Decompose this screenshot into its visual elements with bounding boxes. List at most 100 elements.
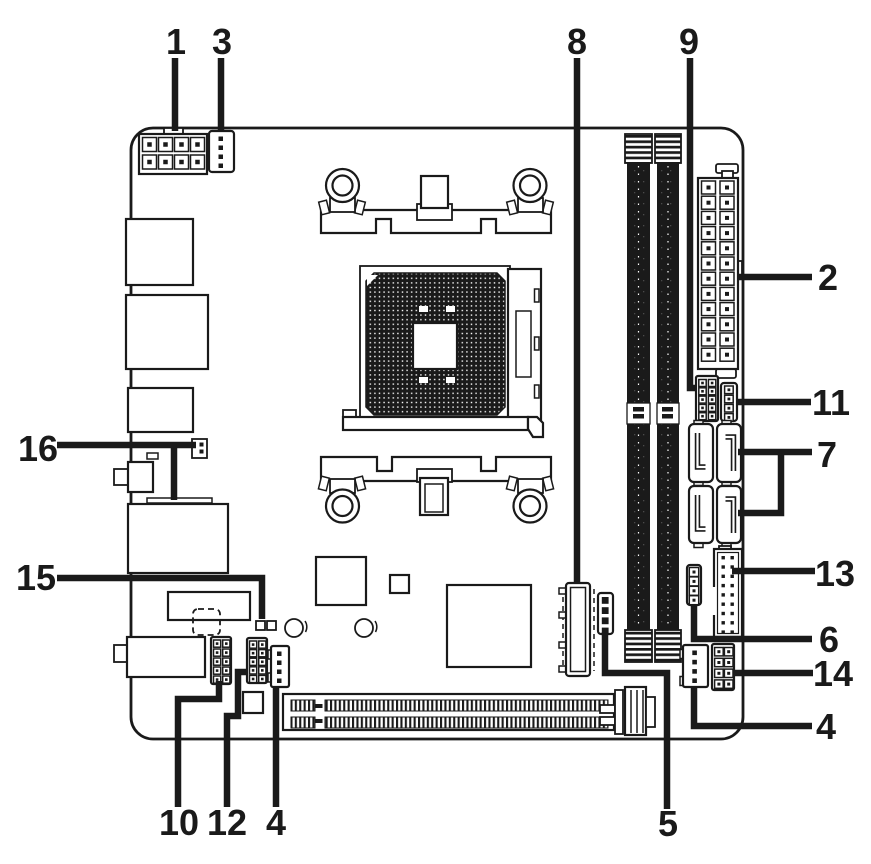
pin-dot <box>710 381 714 385</box>
callout-label-6: 6 <box>819 619 839 660</box>
pin-dot <box>706 185 711 190</box>
pin-dot <box>725 322 729 327</box>
callout-label-16: 16 <box>18 428 58 469</box>
pin <box>692 678 697 683</box>
io-block-1 <box>124 217 195 287</box>
chip-small <box>388 573 411 595</box>
m2-connector <box>558 581 595 678</box>
pin-dot <box>225 678 228 681</box>
pin <box>721 593 725 597</box>
pin-dot <box>261 677 264 681</box>
pin <box>730 565 734 569</box>
callout-line-12 <box>223 668 248 807</box>
pin-dot <box>727 416 731 419</box>
pin <box>601 597 609 604</box>
callout-line-6 <box>690 604 812 643</box>
pin <box>601 607 609 614</box>
pin <box>721 583 725 588</box>
pin-dot <box>706 291 711 296</box>
pin-dot <box>261 651 264 655</box>
pin-dot <box>710 406 714 410</box>
sata-port <box>715 422 743 484</box>
pin-dot <box>706 337 711 342</box>
io-block-4 <box>126 460 155 494</box>
pin-dot <box>195 142 200 147</box>
cpu-fan-header <box>207 129 236 174</box>
pin-dot <box>701 398 704 401</box>
pin-dot <box>179 142 184 147</box>
pin-dot <box>725 231 729 236</box>
callout-label-7: 7 <box>817 434 837 475</box>
pin-dot <box>717 661 721 664</box>
pin-dot <box>706 322 711 327</box>
pin-dot <box>215 660 219 663</box>
pin <box>721 556 725 560</box>
pin <box>721 611 725 616</box>
pin <box>601 627 609 635</box>
rear-io-blocks <box>113 217 230 679</box>
pin <box>730 583 734 588</box>
pin-dot <box>251 643 255 646</box>
pin <box>277 651 282 656</box>
callout-label-2: 2 <box>818 257 838 298</box>
pin-dot <box>706 276 711 281</box>
pin-dot <box>727 388 731 392</box>
pin-dot <box>727 397 731 401</box>
callout-label-10: 10 <box>159 802 199 843</box>
pin-dot <box>725 246 729 251</box>
pin-dot <box>725 307 729 312</box>
callout-label-14: 14 <box>813 653 853 694</box>
io-jack-tab <box>113 468 129 486</box>
pin-dot <box>725 185 729 190</box>
cpu-socket <box>341 265 545 439</box>
front-panel-header <box>712 545 744 639</box>
pin-dot <box>701 414 704 418</box>
pin-dot <box>215 651 219 654</box>
callout-line-7 <box>738 449 785 517</box>
pin-dot <box>706 246 711 251</box>
callout-label-15: 15 <box>16 557 56 598</box>
pin-dot <box>251 677 255 681</box>
pin-dot <box>225 660 228 663</box>
pin <box>277 660 282 665</box>
callout-label-1: 1 <box>166 21 186 62</box>
pin-dot <box>163 159 168 165</box>
pin-dot <box>706 200 711 205</box>
pin-dot <box>701 390 704 393</box>
memory-slot-1 <box>624 133 653 663</box>
pin <box>730 574 734 578</box>
pin-dot <box>692 598 696 602</box>
front-audio-header <box>209 635 233 686</box>
pin-dot <box>225 642 228 645</box>
pin-dot <box>725 276 729 281</box>
pin-dot <box>706 231 711 236</box>
pin-dot <box>727 661 731 664</box>
header-4pin-5 <box>596 591 615 636</box>
header-4pin-11 <box>719 381 739 423</box>
pin-dot <box>225 651 228 654</box>
pin-dot <box>163 142 168 147</box>
callout-line-10 <box>174 681 223 807</box>
pin-dot <box>215 669 219 672</box>
sata-port <box>715 484 743 545</box>
pin <box>730 621 734 625</box>
pin-dot <box>717 650 721 654</box>
pin <box>692 650 697 656</box>
pin-dot <box>717 671 721 675</box>
pcie-retention-latch <box>599 685 656 737</box>
pin-dot <box>710 398 714 401</box>
pin-dot <box>706 261 711 266</box>
capacitor <box>284 618 308 638</box>
callout-label-8: 8 <box>567 21 587 62</box>
pin-dot <box>725 337 729 342</box>
pin-dot <box>710 414 714 418</box>
pin-dot <box>701 406 704 410</box>
pin-dot <box>727 682 731 686</box>
pin <box>218 136 223 141</box>
pin <box>721 565 725 569</box>
pin-dot <box>710 390 714 393</box>
usb3-header <box>694 374 720 423</box>
pin-dot <box>147 142 152 147</box>
